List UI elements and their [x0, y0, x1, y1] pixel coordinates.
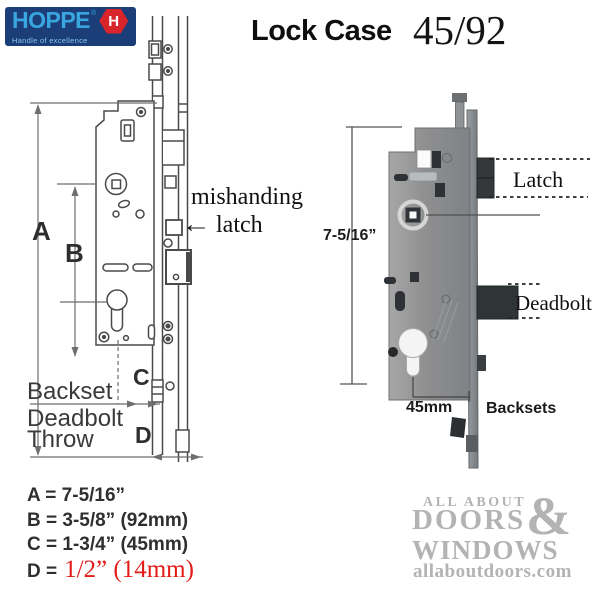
hoppe-logo: HOPPE ® H Handle of excellence [5, 7, 136, 46]
right-photo-figure [340, 93, 590, 469]
height-dimension-label: 7-5/16” [323, 227, 377, 244]
model-number: 45/92 [413, 7, 507, 53]
legend-line-d-value: 1/2” (14mm) [64, 556, 194, 583]
legend-line-d: D = 1/2” (14mm) [27, 556, 194, 584]
legend-line-b: B = 3-5/8” (92mm) [27, 510, 189, 531]
mishandling-latch-label-line2: ←latch [181, 212, 263, 239]
deadbolt-label: Deadbolt [515, 291, 592, 315]
dim-label-d: D [135, 422, 152, 448]
hoppe-hexagon-icon: H [99, 8, 129, 34]
watermark-doors: DOORS [412, 504, 526, 536]
backset-label: Backset [27, 378, 113, 405]
dim-label-a: A [32, 216, 51, 246]
left-technical-drawing [30, 16, 203, 462]
watermark-windows: WINDOWS [412, 535, 559, 565]
dim-label-c: C [133, 364, 150, 390]
hoppe-hexagon-letter: H [108, 12, 120, 30]
hoppe-brand-text: HOPPE [12, 6, 91, 33]
page-title: Lock Case [251, 15, 392, 47]
legend-line-a: A = 7-5/16” [27, 485, 126, 506]
dimension-arrowheads [34, 104, 201, 461]
watermark-all-about: ALL ABOUT [423, 495, 527, 510]
mishandling-latch-word: latch [216, 212, 263, 238]
deadbolt-throw-line2: Throw [27, 426, 94, 453]
backset-value-label: 45mm [406, 399, 453, 416]
dimension-lines [30, 102, 203, 458]
mishandling-latch-label-line1: mishanding [191, 184, 303, 210]
deadbolt-throw-label: Deadbolt Throw [27, 405, 124, 453]
deadbolt-throw-line1: Deadbolt [27, 405, 124, 432]
legend-line-c: C = 1-3/4” (45mm) [27, 534, 189, 555]
latch-label: Latch [513, 167, 564, 192]
hoppe-tagline: Handle of excellence [12, 35, 88, 45]
left-arrow-icon: ← [181, 212, 211, 238]
backsets-label: Backsets [486, 400, 557, 417]
legend-line-d-prefix: D = [27, 561, 58, 582]
watermark-site-url: allaboutdoors.com [413, 561, 572, 582]
registered-mark: ® [91, 9, 97, 17]
watermark-ampersand: & [526, 486, 571, 546]
dim-label-b: B [65, 238, 84, 268]
